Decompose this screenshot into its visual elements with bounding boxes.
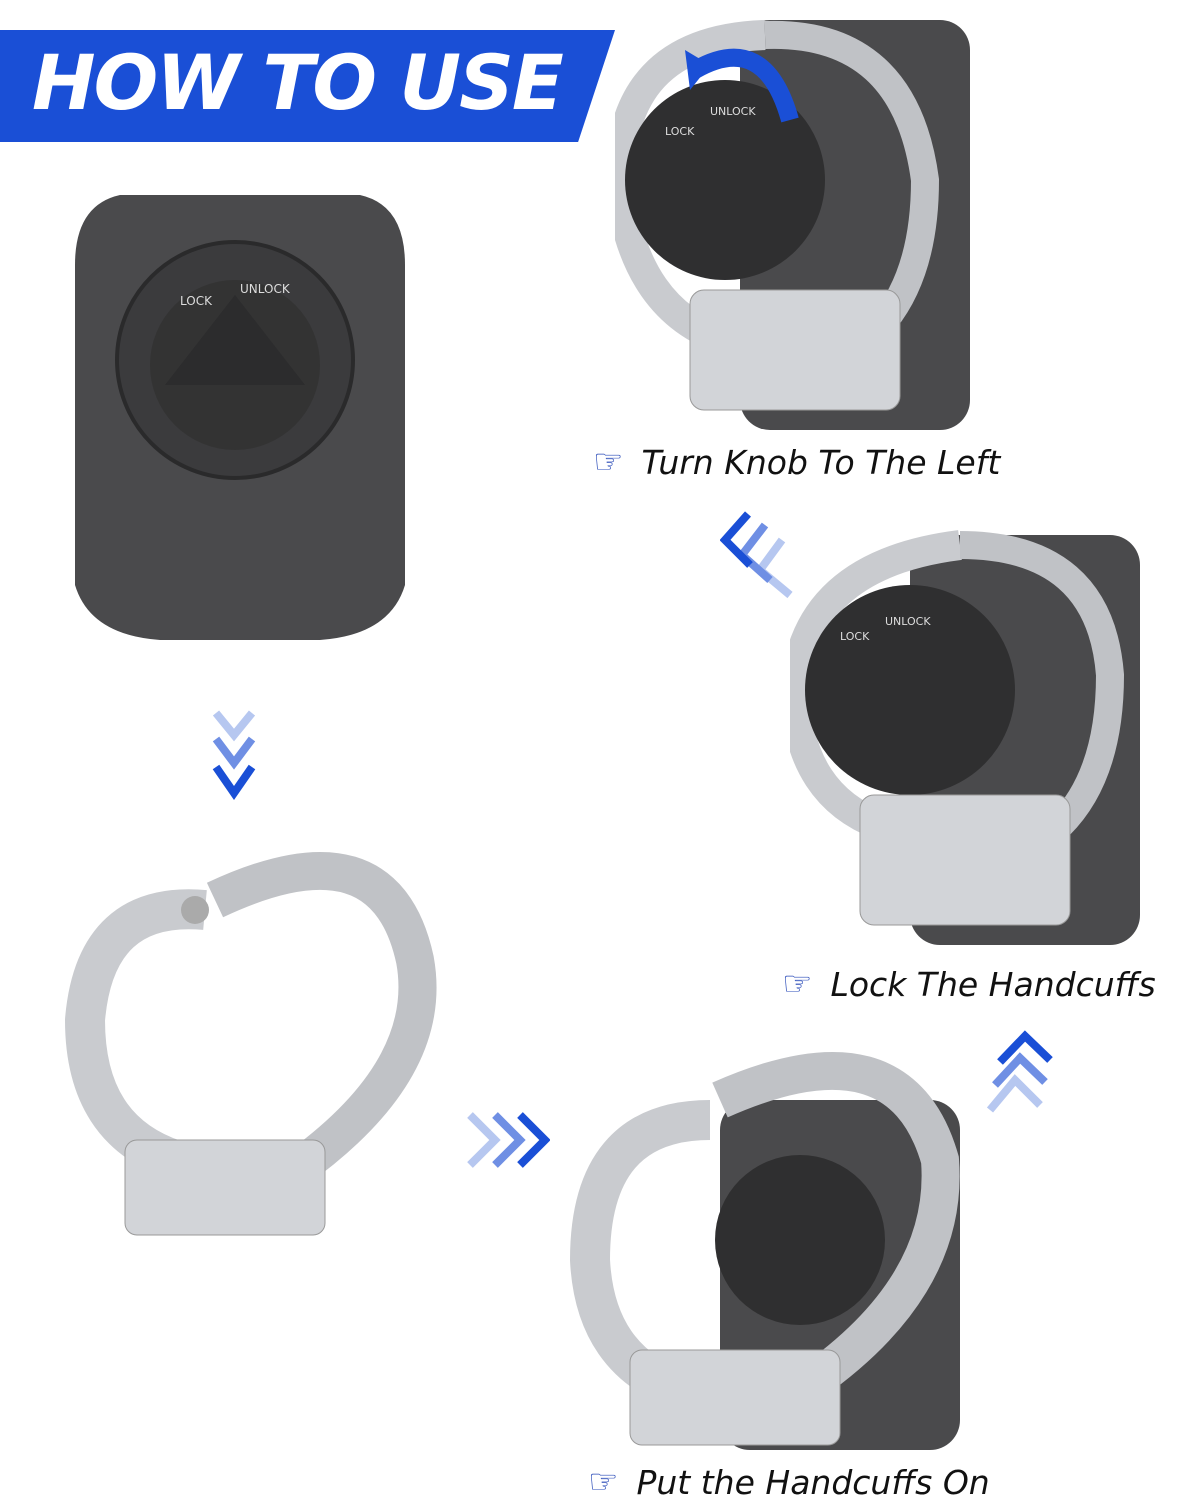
step-caption-lock: ☞ Lock The Handcuffs — [782, 964, 1156, 1004]
unlock-label: UNLOCK — [885, 615, 931, 628]
handcuffs-on-holster-image — [570, 1052, 960, 1450]
lock-label: LOCK — [840, 630, 870, 643]
caption-text: Put the Handcuffs On — [636, 1462, 990, 1502]
step-caption-turn-knob: ☞ Turn Knob To The Left — [593, 442, 1000, 482]
banner-title: HOW TO USE — [32, 38, 564, 127]
chevron-up-left-arrow-icon — [720, 511, 793, 599]
pointing-hand-icon: ☞ — [782, 964, 813, 1004]
pointing-hand-icon: ☞ — [588, 1462, 619, 1502]
chevron-right-arrow-icon — [467, 1112, 550, 1168]
pointing-hand-icon: ☞ — [593, 442, 624, 482]
unlock-label: UNLOCK — [710, 105, 756, 118]
holster-image: LOCK UNLOCK — [75, 195, 405, 640]
lock-label: LOCK — [180, 294, 213, 308]
title-banner — [0, 30, 615, 142]
handcuff-image — [64, 852, 437, 1236]
lock-label: LOCK — [665, 125, 695, 138]
caption-text: Turn Knob To The Left — [641, 442, 1001, 482]
caption-text: Lock The Handcuffs — [830, 964, 1156, 1004]
step-caption-put-on: ☞ Put the Handcuffs On — [588, 1462, 990, 1502]
unlock-label: UNLOCK — [240, 282, 291, 296]
chevron-up-arrow-icon — [986, 1030, 1053, 1113]
locked-handcuffs-image: LOCK UNLOCK — [790, 530, 1140, 945]
rotate-left-arrow-icon — [690, 48, 799, 123]
turn-knob-image: LOCK UNLOCK — [615, 20, 970, 430]
chevron-down-arrow-icon — [212, 710, 256, 800]
